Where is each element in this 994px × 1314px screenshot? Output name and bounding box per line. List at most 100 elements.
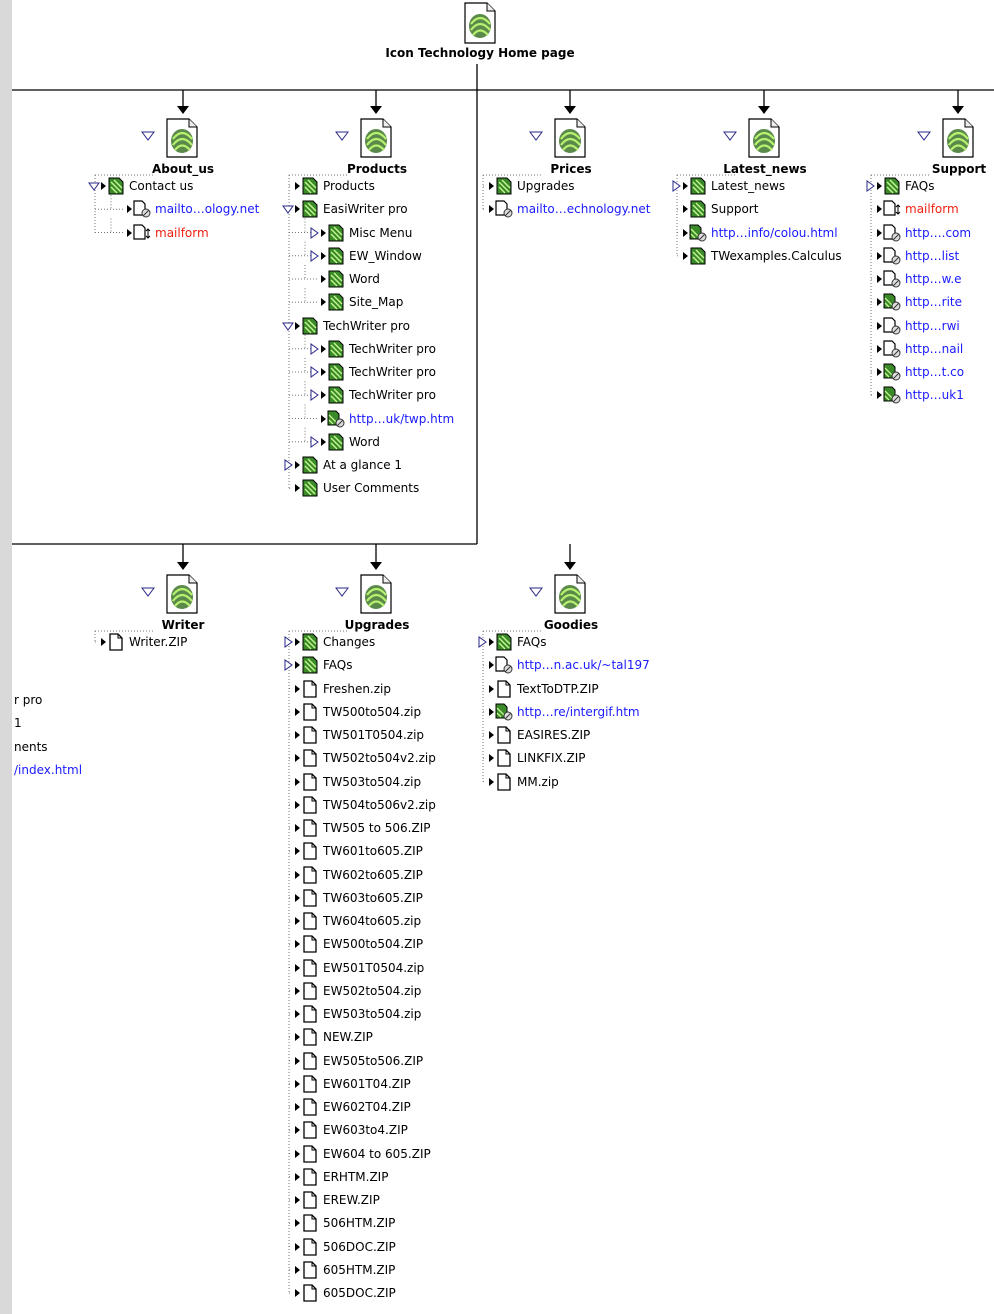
collapsed-triangle-icon[interactable] [281, 458, 295, 472]
tree-item[interactable]: Misc Menu [307, 223, 412, 243]
tree-item[interactable]: Support [669, 199, 758, 219]
tree-item[interactable]: FAQs [281, 655, 353, 675]
tree-item[interactable]: TechWriter pro [307, 362, 436, 382]
collapse-triangle-icon[interactable] [335, 586, 349, 597]
tree-item[interactable]: 506DOC.ZIP [281, 1237, 396, 1257]
collapsed-triangle-icon[interactable] [307, 226, 321, 240]
tree-item[interactable]: http…t.co [863, 362, 964, 382]
collapse-triangle-icon[interactable] [917, 130, 931, 141]
tree-item[interactable]: EW602T04.ZIP [281, 1097, 411, 1117]
tree-item[interactable]: User Comments [281, 478, 419, 498]
tree-item[interactable]: NEW.ZIP [281, 1027, 373, 1047]
tree-item[interactable]: Writer.ZIP [87, 632, 187, 652]
expanded-triangle-icon[interactable] [281, 202, 295, 216]
tree-item[interactable]: LINKFIX.ZIP [475, 748, 586, 768]
section-about[interactable]: About_us [133, 118, 233, 176]
tree-item[interactable]: Upgrades [475, 176, 575, 196]
tree-item[interactable]: TechWriter pro [281, 316, 410, 336]
section-prices[interactable]: Prices [521, 118, 621, 176]
tree-item[interactable]: TechWriter pro [307, 385, 436, 405]
tree-item[interactable]: TW503to504.zip [281, 772, 421, 792]
tree-item[interactable]: TW502to504v2.zip [281, 748, 436, 768]
tree-item[interactable]: mailto…echnology.net [475, 199, 650, 219]
tree-item[interactable]: EW501T0504.zip [281, 958, 424, 978]
tree-item[interactable]: TWexamples.Calculus [669, 246, 842, 266]
collapse-triangle-icon[interactable] [529, 586, 543, 597]
tree-item[interactable]: EW604 to 605.ZIP [281, 1144, 431, 1164]
root-node[interactable]: Icon Technology Home page [380, 2, 580, 60]
section-writer[interactable]: Writer [133, 574, 233, 632]
clipped-tree-item[interactable]: 1 [14, 716, 22, 731]
collapsed-triangle-icon[interactable] [307, 365, 321, 379]
clipped-tree-item[interactable]: nents [14, 739, 48, 754]
tree-item[interactable]: http…w.e [863, 269, 962, 289]
tree-item[interactable]: TW602to605.ZIP [281, 865, 423, 885]
tree-item[interactable]: ERHTM.ZIP [281, 1167, 388, 1187]
collapsed-triangle-icon[interactable] [475, 635, 489, 649]
collapsed-triangle-icon[interactable] [307, 388, 321, 402]
tree-item[interactable]: TechWriter pro [307, 339, 436, 359]
tree-item[interactable]: EW_Window [307, 246, 422, 266]
tree-item[interactable]: FAQs [475, 632, 547, 652]
tree-item[interactable]: EW503to504.zip [281, 1004, 421, 1024]
section-products[interactable]: Products [327, 118, 427, 176]
section-goodies[interactable]: Goodies [521, 574, 621, 632]
tree-item[interactable]: TW504to506v2.zip [281, 795, 436, 815]
tree-item[interactable]: TW603to605.ZIP [281, 888, 423, 908]
expanded-triangle-icon[interactable] [281, 319, 295, 333]
tree-item[interactable]: FAQs [863, 176, 935, 196]
tree-item[interactable]: EREW.ZIP [281, 1190, 380, 1210]
tree-item[interactable]: EW502to504.zip [281, 981, 421, 1001]
tree-item[interactable]: http….com [863, 223, 971, 243]
tree-item[interactable]: http…uk1 [863, 385, 964, 405]
tree-item[interactable]: http…info/colou.html [669, 223, 838, 243]
tree-item[interactable]: http…rwi [863, 316, 960, 336]
tree-item[interactable]: Products [281, 176, 375, 196]
collapse-triangle-icon[interactable] [529, 130, 543, 141]
section-upgrades[interactable]: Upgrades [327, 574, 427, 632]
collapse-triangle-icon[interactable] [141, 130, 155, 141]
collapsed-triangle-icon[interactable] [281, 658, 295, 672]
tree-item[interactable]: 506HTM.ZIP [281, 1213, 395, 1233]
tree-item[interactable]: TW505 to 506.ZIP [281, 818, 431, 838]
tree-item[interactable]: 605DOC.ZIP [281, 1283, 396, 1303]
tree-item[interactable]: MM.zip [475, 772, 559, 792]
collapsed-triangle-icon[interactable] [307, 249, 321, 263]
tree-item[interactable]: mailform [113, 223, 209, 243]
tree-item[interactable]: TW604to605.zip [281, 911, 421, 931]
tree-item[interactable]: http…nail [863, 339, 963, 359]
collapse-triangle-icon[interactable] [141, 586, 155, 597]
tree-item[interactable]: 605HTM.ZIP [281, 1260, 395, 1280]
collapse-triangle-icon[interactable] [335, 130, 349, 141]
clipped-tree-item[interactable]: r pro [14, 693, 43, 707]
tree-item[interactable]: http…rite [863, 292, 962, 312]
tree-item[interactable]: Contact us [87, 176, 193, 196]
expanded-triangle-icon[interactable] [87, 179, 101, 193]
tree-item[interactable]: EW505to506.ZIP [281, 1051, 423, 1071]
tree-item[interactable]: mailform [863, 199, 959, 219]
tree-item[interactable]: mailto…ology.net [113, 199, 259, 219]
section-sitemap[interactable]: Site_Map [12, 118, 17, 176]
collapsed-triangle-icon[interactable] [307, 342, 321, 356]
tree-item[interactable]: http…n.ac.uk/~tal197 [475, 655, 650, 675]
tree-item[interactable]: Word [307, 432, 380, 452]
tree-item[interactable]: TW501T0504.zip [281, 725, 424, 745]
collapsed-triangle-icon[interactable] [863, 179, 877, 193]
tree-item[interactable]: TW601to605.ZIP [281, 841, 423, 861]
clipped-tree-item[interactable]: /index.html [14, 762, 83, 777]
tree-item[interactable]: EW500to504.ZIP [281, 934, 423, 954]
section-latest[interactable]: Latest_news [715, 118, 815, 176]
tree-item[interactable]: At a glance 1 [281, 455, 402, 475]
tree-item[interactable]: http…re/intergif.htm [475, 702, 640, 722]
tree-item[interactable]: EW601T04.ZIP [281, 1074, 411, 1094]
tree-item[interactable]: EW603to4.ZIP [281, 1120, 408, 1140]
tree-item[interactable]: EasiWriter pro [281, 199, 408, 219]
collapsed-triangle-icon[interactable] [281, 635, 295, 649]
tree-item[interactable]: http…uk/twp.htm [307, 409, 454, 429]
tree-item[interactable]: TW500to504.zip [281, 702, 421, 722]
collapse-triangle-icon[interactable] [723, 130, 737, 141]
tree-item[interactable]: Latest_news [669, 176, 785, 196]
section-support[interactable]: Support [909, 118, 994, 176]
collapsed-triangle-icon[interactable] [307, 435, 321, 449]
tree-item[interactable]: EASIRES.ZIP [475, 725, 590, 745]
